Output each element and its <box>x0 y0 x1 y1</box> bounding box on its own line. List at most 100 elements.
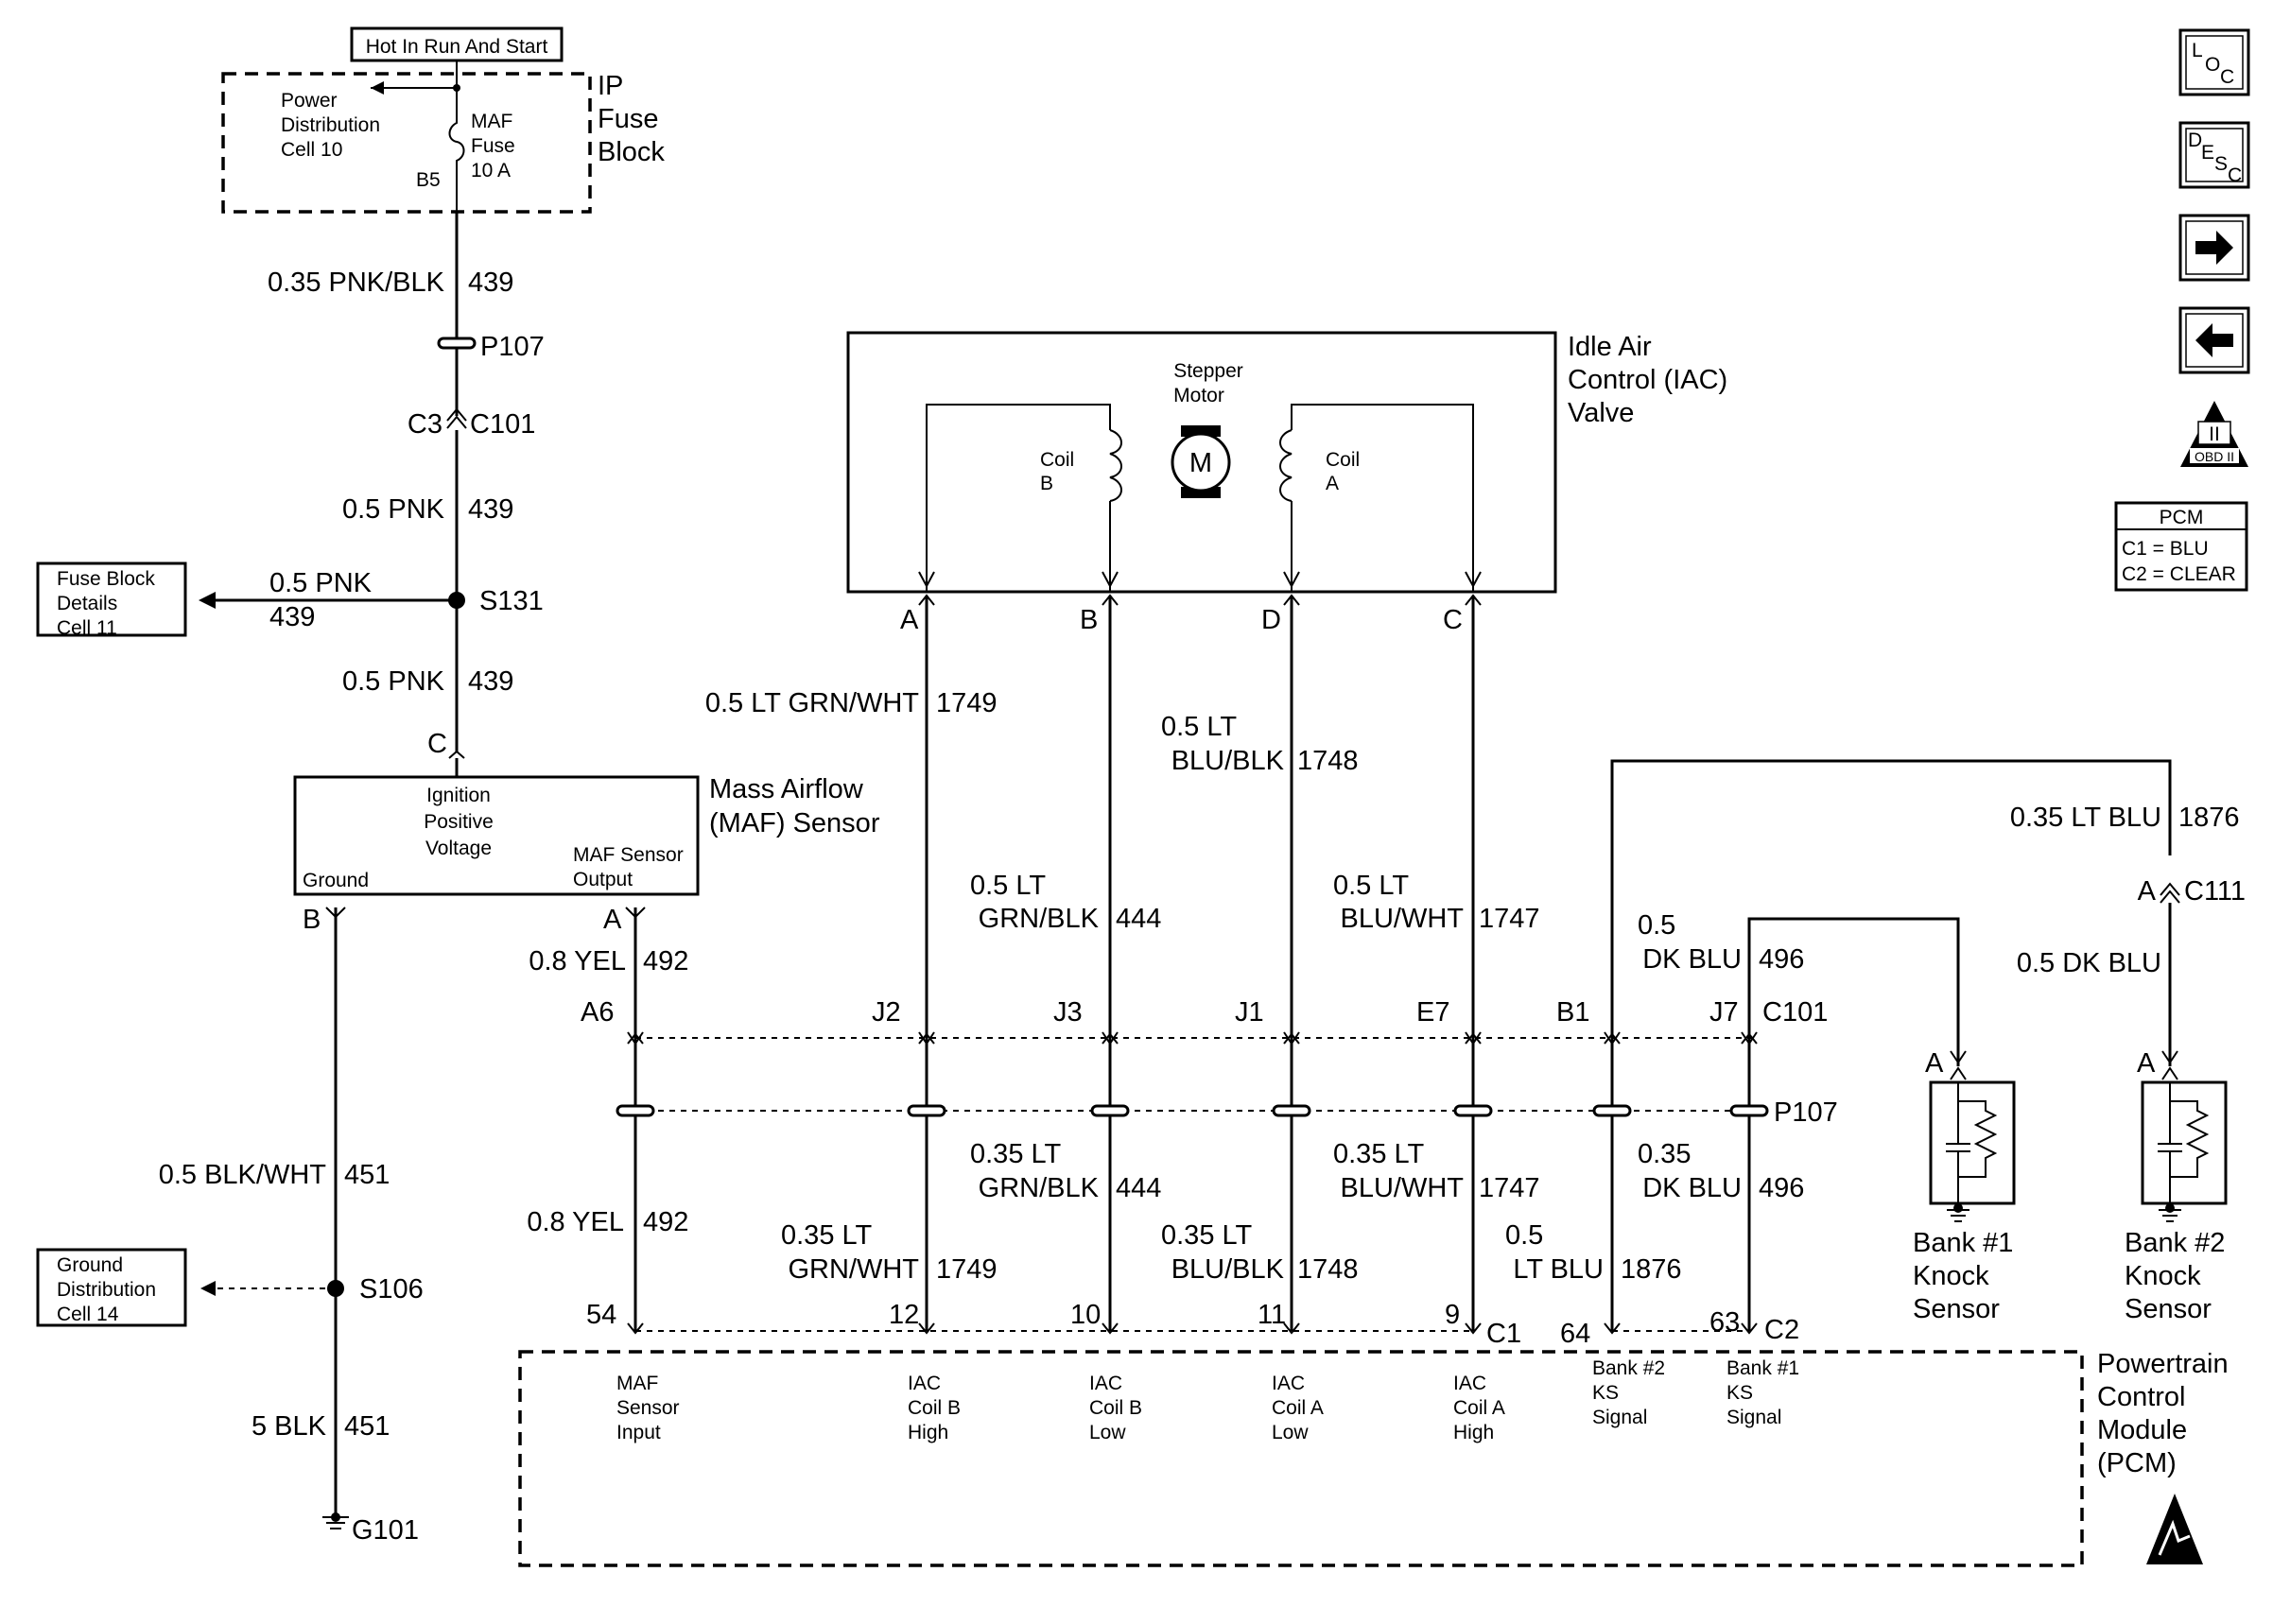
pcm-fn-4c: Low <box>1272 1422 1309 1443</box>
w444-upper-size2: GRN/BLK <box>979 904 1100 934</box>
stepper-motor-icon <box>1171 425 1231 498</box>
c101-pin-a6: A6 <box>581 997 614 1028</box>
w444-lower-circuit: 444 <box>1116 1173 1161 1203</box>
maf-sensor-box <box>293 775 700 896</box>
iac-pin-c: C <box>1443 605 1463 635</box>
coil-a-label-2: A <box>1326 473 1339 494</box>
pcm-fn-7b: KS <box>1726 1382 1753 1404</box>
fuse-block-details-box[interactable] <box>36 561 187 637</box>
previous-page-button[interactable] <box>2178 306 2250 374</box>
next-page-button[interactable] <box>2178 214 2250 282</box>
coil-a-lead <box>1291 404 1474 591</box>
p107-top-label: P107 <box>480 332 545 362</box>
pcm-conn-c2: C2 <box>1764 1315 1799 1345</box>
power-dist-line-3: Cell 10 <box>281 139 342 161</box>
pcm-fn-3b: Coil B <box>1089 1397 1142 1419</box>
pcm-fn-6c: Signal <box>1592 1407 1647 1428</box>
w1876-upper-size: 0.35 LT BLU <box>2010 803 2161 833</box>
maf-ign-3: Voltage <box>425 838 492 859</box>
maf-out-circuit: 492 <box>643 946 688 976</box>
pcm-title-2: Control <box>2097 1382 2186 1412</box>
w444-upper-size1: 0.5 LT <box>970 871 1046 901</box>
w1748-lower-circuit: 1748 <box>1297 1254 1359 1285</box>
w1747-lower-size1: 0.35 LT <box>1333 1139 1424 1169</box>
iac-pin-b: B <box>1080 605 1098 635</box>
ground-dist-1: Ground <box>57 1254 123 1276</box>
w1749-upper-circuit: 1749 <box>936 688 998 718</box>
maf-pin-a: A <box>603 905 622 935</box>
w1748-lower-size2: BLU/BLK <box>1171 1254 1285 1285</box>
w444-upper-circuit: 444 <box>1116 904 1161 934</box>
pcm-pin-10: 10 <box>1070 1300 1101 1330</box>
fuse-block-details-3: Cell 11 <box>57 617 117 639</box>
pcm-pin-11: 11 <box>1258 1300 1286 1330</box>
w1747-upper-circuit: 1747 <box>1479 904 1540 934</box>
w1748-lower-size1: 0.35 LT <box>1161 1220 1252 1251</box>
knock2-pin: A <box>2137 1048 2156 1079</box>
knock-sensor-2-icon <box>2141 1050 2228 1222</box>
description-button[interactable]: D E S C <box>2178 121 2250 189</box>
pcm-fn-4b: Coil A <box>1272 1397 1324 1419</box>
c101-row-label: C101 <box>1762 997 1828 1028</box>
ip-fuse-block-outline <box>221 72 592 214</box>
maf-pin-c-icon <box>448 750 465 759</box>
knock1-label-2: Knock <box>1913 1261 1989 1291</box>
ground-dist-3: Cell 14 <box>57 1304 119 1325</box>
maf-ign-1: Ignition <box>426 785 491 806</box>
pcm-fn-6a: Bank #2 <box>1592 1357 1665 1379</box>
hot-in-run-label: Hot In Run And Start <box>366 36 548 58</box>
g101-label: G101 <box>352 1515 419 1546</box>
p107-row-label: P107 <box>1774 1097 1838 1128</box>
pcm-pin-63: 63 <box>1709 1307 1740 1338</box>
p107-passthrough-icon <box>437 337 477 350</box>
arrow-right-icon <box>2195 231 2233 265</box>
pcm-fn-5b: Coil A <box>1453 1397 1505 1419</box>
w496-upper-size1: 0.5 <box>1638 910 1675 941</box>
w-dkblu-right: 0.5 DK BLU <box>2017 948 2161 978</box>
iac-title-3: Valve <box>1568 398 1634 428</box>
maf-fuse-icon <box>448 88 465 212</box>
power-dist-line-1: Power <box>281 90 338 112</box>
w444-lower-size1: 0.35 LT <box>970 1139 1061 1169</box>
coil-a-icon <box>1279 429 1293 502</box>
location-button[interactable]: L O C <box>2178 28 2250 96</box>
loc-l: L <box>2192 40 2203 61</box>
c101-pin-j1: J1 <box>1235 997 1264 1028</box>
pcm-fn-7a: Bank #1 <box>1726 1357 1799 1379</box>
w1747-lower-circuit: 1747 <box>1479 1173 1540 1203</box>
desc-d: D <box>2188 130 2202 151</box>
maf-out-size: 0.8 YEL <box>529 946 626 976</box>
branch-circuit: 439 <box>269 602 315 632</box>
ground-distribution-box[interactable] <box>36 1248 187 1327</box>
w496-upper-size2: DK BLU <box>1642 944 1742 975</box>
pcm-fn-4a: IAC <box>1272 1373 1305 1394</box>
desc-s: S <box>2214 153 2228 175</box>
knock2-label-2: Knock <box>2125 1261 2201 1291</box>
legend-c1: C1 = BLU <box>2122 538 2209 560</box>
coil-b-label-1: Coil <box>1040 449 1074 471</box>
wire-451-circuit: 451 <box>344 1160 390 1190</box>
maf-ign-2: Positive <box>424 811 494 833</box>
knock2-label-1: Bank #2 <box>2125 1228 2225 1258</box>
pcm-fn-1a: MAF <box>616 1373 658 1394</box>
p107-passthrough-icons <box>616 1104 1769 1117</box>
obd-ii-button[interactable]: II OBD II <box>2180 401 2248 467</box>
coil-b-lead <box>926 404 1111 591</box>
c101-top-label: C101 <box>470 409 535 440</box>
pcm-fn-2b: Coil B <box>908 1397 961 1419</box>
knock1-label-1: Bank #1 <box>1913 1228 2013 1258</box>
w496-lower-size2: DK BLU <box>1642 1173 1742 1203</box>
ground-dist-2: Distribution <box>57 1279 156 1301</box>
c111-label: C111 <box>2184 876 2246 907</box>
c3-label: C3 <box>408 409 442 440</box>
knock2-label-3: Sensor <box>2125 1294 2212 1324</box>
obd-label: OBD II <box>2195 449 2234 464</box>
power-feed-line <box>371 60 458 89</box>
iac-pin-d: D <box>1261 605 1281 635</box>
desc-c: C <box>2228 164 2242 186</box>
wire-439-circuit: 439 <box>468 268 513 298</box>
s106-label: S106 <box>359 1274 424 1304</box>
w1747-lower-size2: BLU/WHT <box>1341 1173 1465 1203</box>
c101-pin-e7: E7 <box>1416 997 1449 1028</box>
